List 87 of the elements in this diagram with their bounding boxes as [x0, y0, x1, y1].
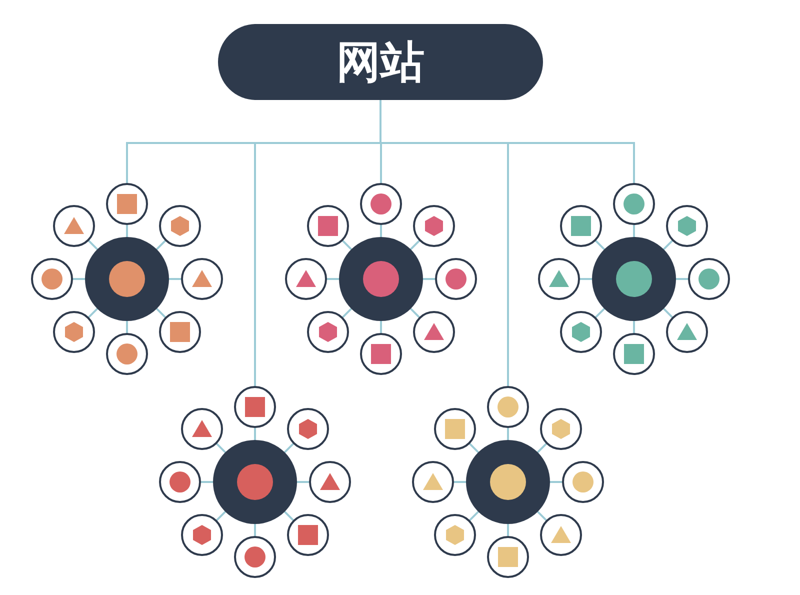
connector-line [327, 278, 339, 280]
connector-line [284, 443, 294, 453]
satellite-circle [613, 183, 655, 225]
satellite-circle [540, 514, 582, 556]
connector-line [676, 278, 688, 280]
connector-line [216, 443, 226, 453]
hub-circle [213, 440, 297, 524]
connector-line [216, 511, 226, 521]
connector-line [469, 511, 479, 521]
connector-line [73, 278, 85, 280]
connector-line [126, 321, 128, 333]
connector-line [156, 308, 166, 318]
connector-line [342, 308, 352, 318]
connector-line [254, 428, 256, 440]
satellite-circle [159, 311, 202, 354]
satellite-circle [306, 311, 349, 354]
connector-line [380, 100, 509, 386]
satellite-circle [434, 408, 476, 450]
connector-line [595, 240, 605, 250]
connector-line [380, 321, 382, 333]
satellite-circle [180, 514, 223, 556]
satellite-circle [306, 204, 349, 247]
connector-line [380, 225, 382, 237]
hub-circle [85, 237, 169, 321]
satellite-circle [688, 258, 730, 300]
satellite-circle [159, 204, 202, 247]
connector-line [297, 481, 309, 483]
connector-line [342, 240, 352, 250]
connector-line [410, 240, 420, 250]
connector-line [410, 308, 420, 318]
satellite-circle [413, 204, 456, 247]
connector-line [580, 278, 592, 280]
satellite-circle [540, 408, 582, 450]
satellite-circle [181, 258, 223, 300]
satellite-circle [234, 386, 276, 428]
title-text: 网站 [336, 36, 424, 90]
hub-circle [592, 237, 676, 321]
satellite-circle [106, 333, 148, 375]
connector-line [156, 240, 166, 250]
satellite-circle [287, 514, 330, 556]
satellite-circle [560, 311, 602, 354]
satellite-circle [52, 311, 95, 354]
satellite-circle [412, 461, 454, 503]
connector-line [550, 481, 562, 483]
connector-line [423, 278, 435, 280]
connector-line [663, 240, 673, 250]
connector-line [537, 443, 547, 453]
connector-line [454, 481, 466, 483]
satellite-circle [285, 258, 327, 300]
satellite-circle [287, 408, 330, 450]
connector-line [507, 428, 509, 440]
satellite-circle [31, 258, 73, 300]
satellite-circle [434, 514, 476, 556]
connector-line [507, 524, 509, 536]
satellite-circle [413, 311, 456, 354]
connector-line [201, 481, 213, 483]
connector-line [595, 308, 605, 318]
satellite-circle [360, 333, 402, 375]
connector-line [537, 511, 547, 521]
satellite-circle [435, 258, 477, 300]
satellite-circle [666, 311, 708, 354]
satellite-circle [487, 536, 529, 578]
connector-line [126, 225, 128, 237]
satellite-circle [106, 183, 148, 225]
satellite-circle [52, 204, 95, 247]
connector-line [88, 240, 98, 250]
satellite-circle [360, 183, 402, 225]
satellite-circle [538, 258, 580, 300]
satellite-circle [560, 204, 602, 247]
connector-line [169, 278, 181, 280]
connector-line [633, 321, 635, 333]
connector-line [88, 308, 98, 318]
satellite-circle [234, 536, 276, 578]
connector-line [284, 511, 294, 521]
satellite-circle [159, 461, 201, 503]
hub-circle [466, 440, 550, 524]
satellite-circle [309, 461, 351, 503]
satellite-circle [613, 333, 655, 375]
satellite-circle [666, 204, 708, 247]
connector-line [469, 443, 479, 453]
connector-line [254, 524, 256, 536]
satellite-circle [562, 461, 604, 503]
connector-line [663, 308, 673, 318]
satellite-circle [487, 386, 529, 428]
connector-line [633, 225, 635, 237]
satellite-circle [180, 408, 223, 450]
hub-circle [339, 237, 423, 321]
